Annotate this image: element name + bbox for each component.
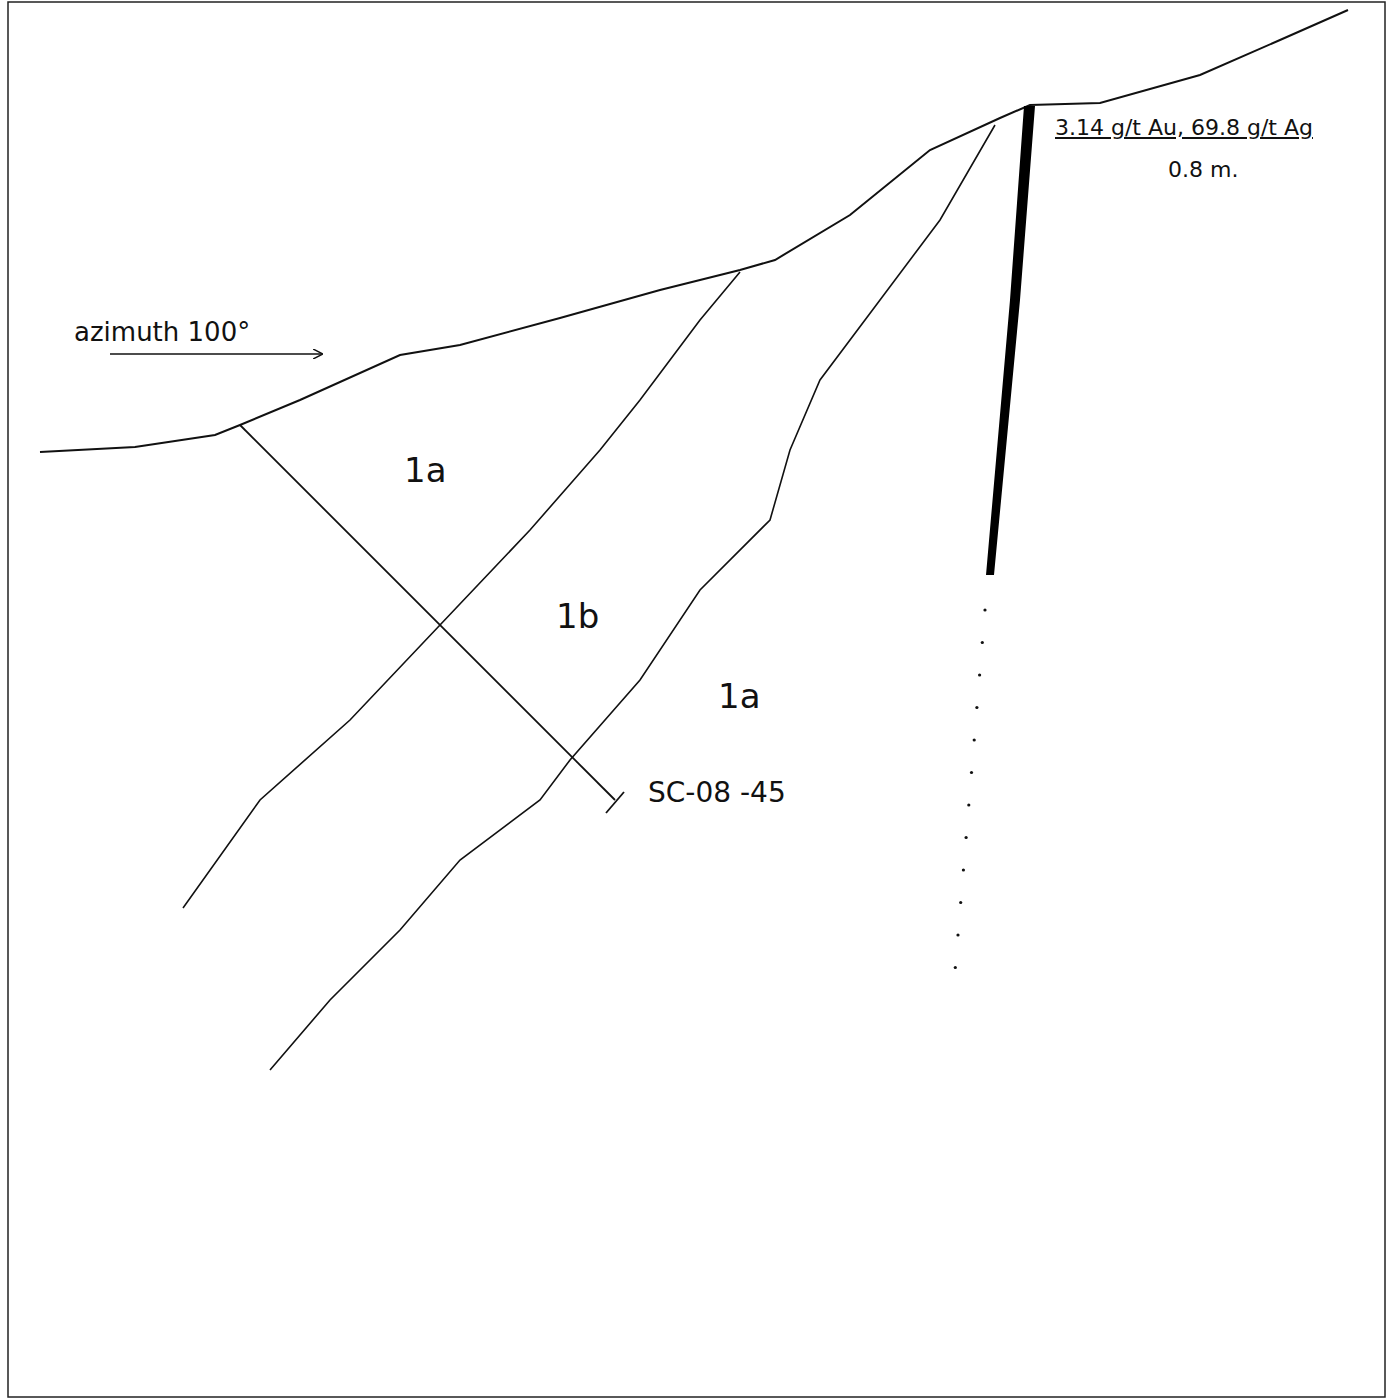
projection-dot xyxy=(962,868,965,871)
projection-dot xyxy=(965,836,968,839)
contact-line xyxy=(183,272,740,908)
projection-dot xyxy=(967,803,970,806)
projection-dot xyxy=(975,706,978,709)
assay-label: 3.14 g/t Au, 69.8 g/t Ag xyxy=(1055,116,1313,140)
projection-dot xyxy=(956,933,959,936)
topography xyxy=(40,10,1348,452)
projection-dot xyxy=(959,901,962,904)
projection-dot xyxy=(970,771,973,774)
unit-label: 1a xyxy=(718,678,760,715)
vein-projection xyxy=(954,608,987,969)
vein xyxy=(986,106,1035,575)
assay-width: 0.8 m. xyxy=(1168,158,1238,182)
direction-label: azimuth 100° xyxy=(74,318,250,347)
projection-dot xyxy=(983,608,986,611)
drill-hole xyxy=(240,425,615,800)
frame xyxy=(8,2,1385,1397)
drill-hole-end xyxy=(606,792,624,813)
unit-label: 1a xyxy=(404,452,446,489)
unit-label: 1b xyxy=(556,598,599,635)
azimuth-arrow xyxy=(110,353,322,355)
projection-dot xyxy=(978,673,981,676)
projection-dot xyxy=(981,641,984,644)
contact-line xyxy=(270,125,995,1070)
drill-hole-label: SC-08 -45 xyxy=(648,778,786,809)
projection-dot xyxy=(973,738,976,741)
projection-dot xyxy=(954,966,957,969)
